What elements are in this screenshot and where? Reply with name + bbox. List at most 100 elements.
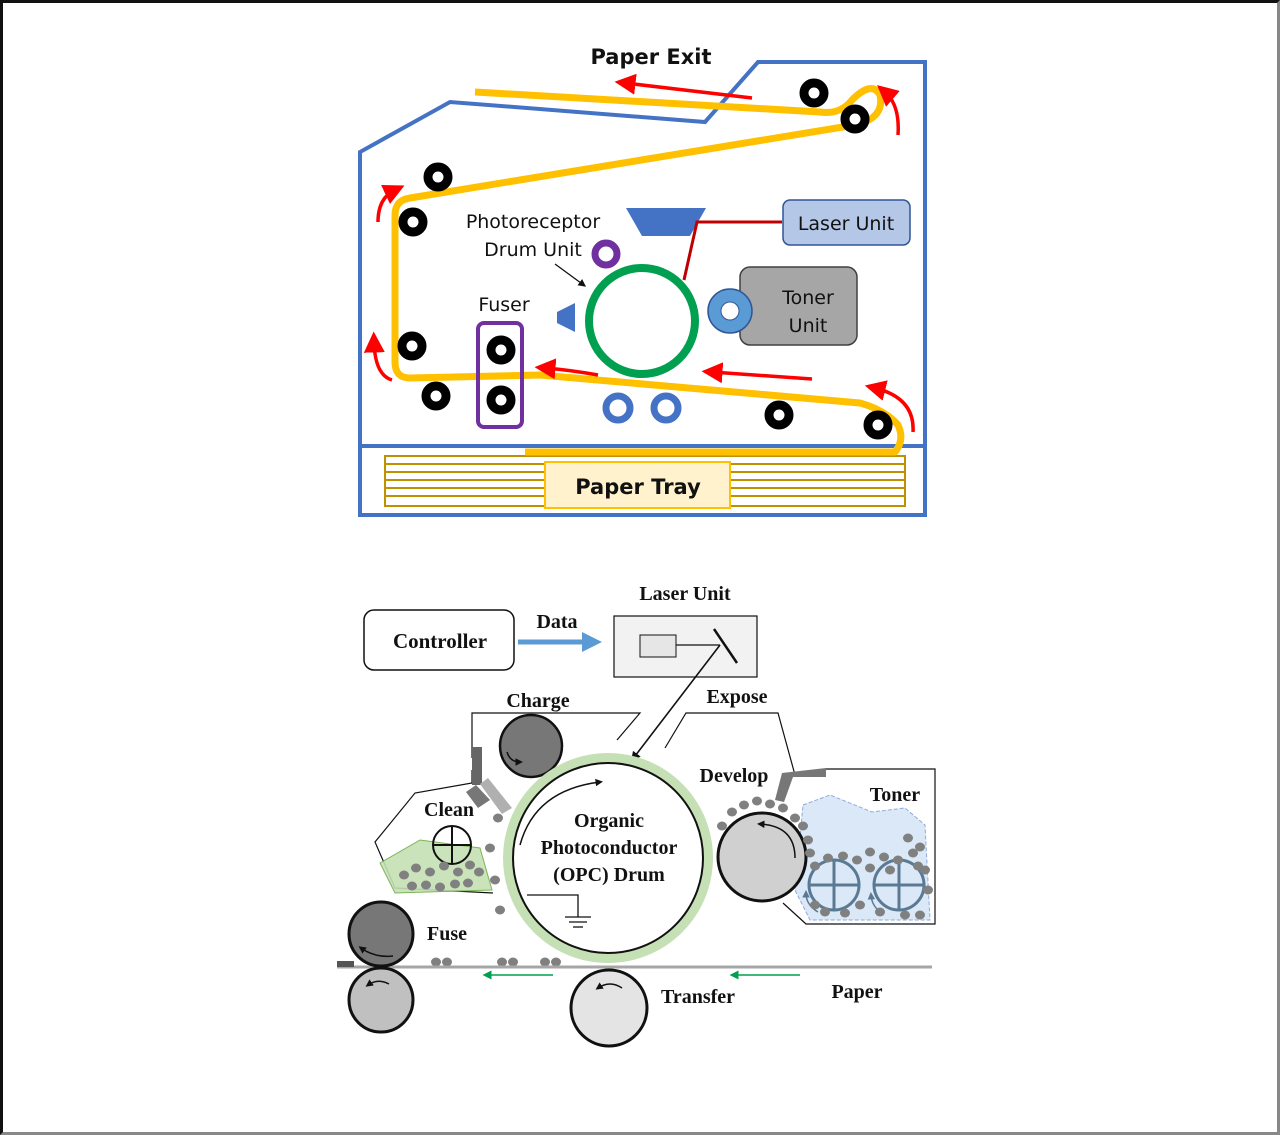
top-right-arrow (877, 85, 900, 136)
toner-particles (399, 796, 933, 967)
toner-particle (551, 957, 561, 967)
paper-tray (384, 455, 906, 509)
toner-particle (739, 800, 749, 810)
exit-arrow (614, 73, 753, 100)
fuse-rotation-arrow (365, 979, 390, 987)
toner-particle (540, 957, 550, 967)
toner-particle (399, 870, 409, 880)
controller-box (363, 609, 515, 671)
rollers (397, 78, 893, 440)
toner-particle (435, 882, 445, 892)
toner-particle (805, 848, 815, 858)
roller (799, 78, 829, 108)
toner-particle (903, 833, 913, 843)
fuse-label: Fuse (427, 923, 467, 945)
toner-particle (497, 957, 507, 967)
toner-unit-label-line2: Unit (789, 315, 828, 337)
toner-particle (840, 908, 850, 918)
toner-particle (474, 867, 484, 877)
cleaner-blade (557, 303, 575, 332)
toner-particle (900, 910, 910, 920)
toner-particle (855, 900, 865, 910)
toner-particle (493, 813, 503, 823)
charge-roller (498, 713, 564, 779)
top-diagram: Paper Tray Fuser (358, 45, 927, 517)
fuser-label: Fuser (478, 294, 530, 316)
drum-pointer (554, 263, 587, 287)
toner-particle (465, 860, 475, 870)
auger-rotation-arrow (802, 890, 819, 913)
opc-drum (512, 762, 704, 954)
roller (397, 331, 427, 361)
clean-blade-dark (472, 747, 482, 785)
photoreceptor-label-line2: Drum Unit (484, 239, 582, 261)
toner-particle (778, 803, 788, 813)
drum-label-line3: (OPC) Drum (553, 864, 665, 886)
paper-tray-label: Paper Tray (575, 475, 701, 499)
transfer-rotation-arrow (595, 982, 623, 990)
toner-particle (798, 821, 808, 831)
laser-scanner (626, 208, 706, 236)
printer-housing (358, 60, 927, 517)
expose-label: Expose (706, 686, 767, 708)
toner-particle (915, 910, 925, 920)
expose-beam (631, 644, 721, 762)
toner-housing (782, 768, 936, 925)
photoreceptor-label-line1: Photoreceptor (466, 211, 601, 233)
roller (863, 410, 893, 440)
charge-label: Charge (506, 690, 569, 712)
toner-particle (495, 905, 505, 915)
bottom-right-arrow (864, 380, 915, 433)
toner-particle (865, 847, 875, 857)
toner-label: Toner (870, 784, 921, 806)
toner-particle (893, 855, 903, 865)
toner-particle (915, 842, 925, 852)
toner-particle (810, 900, 820, 910)
opc-drum-ring (503, 753, 713, 963)
laser-unit-label: Laser Unit (639, 583, 731, 605)
develop-label: Develop (700, 765, 769, 787)
roller (423, 162, 453, 192)
paper-leading-edge (337, 961, 354, 967)
toner-particle (411, 863, 421, 873)
laser-unit-box (782, 199, 911, 246)
toner-particle (823, 853, 833, 863)
roller (840, 104, 870, 134)
toner-particle (490, 875, 500, 885)
clean-blade-light (480, 778, 512, 814)
toner-particle (453, 867, 463, 877)
toner-particle (717, 821, 727, 831)
clean-label: Clean (424, 799, 474, 821)
toner-particle (885, 865, 895, 875)
laser-beam-line (682, 220, 782, 281)
clean-blade (466, 785, 490, 808)
transfer-roller (602, 392, 634, 424)
toner-particle (765, 799, 775, 809)
toner-particle (879, 852, 889, 862)
transfer-label: Transfer (661, 986, 735, 1008)
toner-particle (508, 957, 518, 967)
paper-tray-label-box (544, 461, 731, 509)
toner-particle (810, 861, 820, 871)
expose-housing (664, 712, 796, 776)
toner-particle (838, 851, 848, 861)
fuser-box (476, 321, 524, 429)
toner-particle (803, 835, 813, 845)
roller (764, 400, 794, 430)
data-label: Data (536, 611, 577, 633)
paper-path (391, 85, 905, 456)
drum-label-line2: Photoconductor (541, 837, 678, 859)
charge-housing (471, 712, 642, 758)
fuse-rotation-arrow (358, 946, 394, 958)
roller (421, 381, 451, 411)
paper-label: Paper (831, 981, 882, 1003)
bottom-diagram: Controller Data Laser Unit Charge Expose… (337, 583, 936, 1048)
ground-symbol (527, 894, 591, 928)
toner-particle (923, 885, 933, 895)
transfer-roller (569, 968, 649, 1048)
toner-particle (752, 796, 762, 806)
toner-particle (865, 863, 875, 873)
roller (398, 207, 428, 237)
paper-exit-label: Paper Exit (590, 45, 711, 69)
